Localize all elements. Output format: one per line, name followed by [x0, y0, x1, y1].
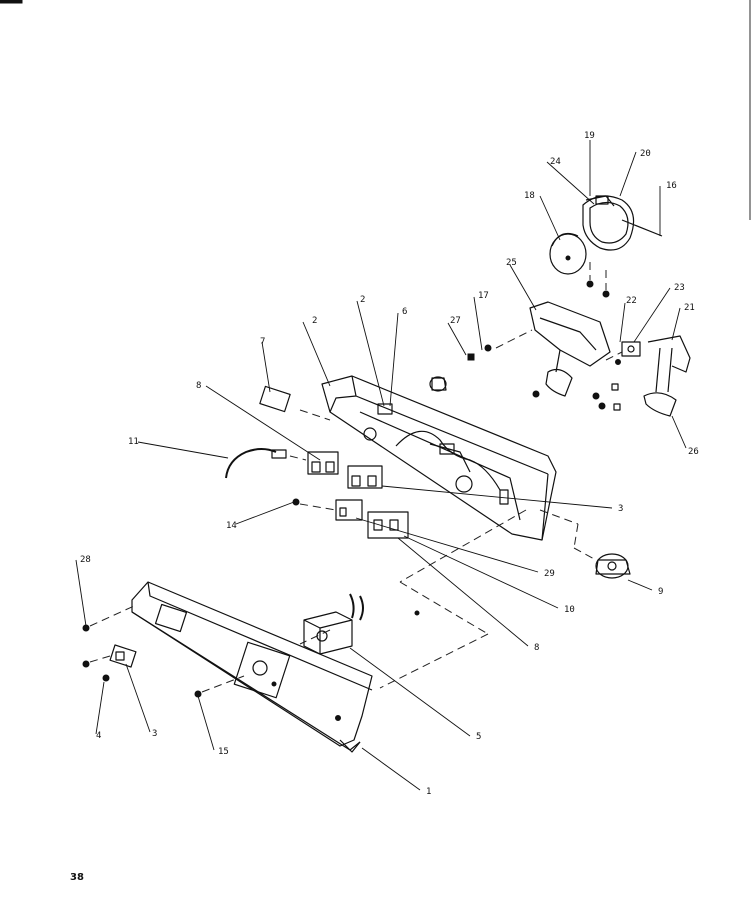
callout-20: 20 [640, 149, 651, 159]
callout-21: 21 [684, 303, 695, 313]
callout-4: 4 [96, 731, 101, 741]
motor-bracket-assembly [582, 195, 663, 251]
actuator-housing [529, 301, 611, 397]
switch-10 [367, 511, 409, 539]
callout-25: 25 [506, 258, 517, 268]
leader-lines [75, 140, 687, 791]
callout-13: 3 [618, 504, 623, 514]
switch-3 [347, 465, 383, 489]
solenoid-small [621, 341, 641, 357]
callout-8-lower: 8 [534, 643, 539, 653]
lamp-socket [595, 553, 631, 579]
page-number: 38 [70, 872, 84, 883]
callout-12: 2 [312, 316, 317, 326]
knob [429, 376, 447, 392]
harness-wire [225, 448, 287, 479]
callout-labels: 19 20 24 16 18 25 17 27 22 23 21 26 2 6 … [80, 131, 699, 797]
callout-1: 1 [426, 787, 431, 797]
callout-2: 2 [360, 295, 365, 305]
screw [586, 280, 594, 288]
switch-8-upper [307, 451, 339, 475]
actuator-arm-right [643, 335, 691, 417]
drive-wheel [549, 233, 587, 275]
callout-18: 18 [524, 191, 535, 201]
callout-16: 16 [666, 181, 677, 191]
callout-7: 7 [260, 337, 265, 347]
callout-28: 28 [80, 555, 91, 565]
callout-23: 23 [674, 283, 685, 293]
callout-6: 6 [402, 307, 407, 317]
control-panel [131, 581, 373, 753]
callout-11: 11 [128, 437, 139, 447]
screw [602, 290, 610, 298]
callout-29: 29 [544, 569, 555, 579]
callout-9: 9 [658, 587, 663, 597]
callout-24: 24 [550, 157, 561, 167]
callout-17: 17 [478, 291, 489, 301]
callout-22: 22 [626, 296, 637, 306]
switch-29 [335, 499, 363, 521]
callout-15: 15 [218, 747, 229, 757]
callout-10: 10 [564, 605, 575, 615]
callout-19: 19 [584, 131, 595, 141]
switch-7 [259, 385, 291, 413]
callout-3: 3 [152, 729, 157, 739]
rocker-switch [109, 644, 137, 668]
timer-module [303, 593, 364, 655]
scan-mark-top-left [0, 0, 23, 4]
control-housing [321, 375, 557, 541]
callout-8-upper: 8 [196, 381, 201, 391]
callout-26: 26 [688, 447, 699, 457]
callout-27: 27 [450, 316, 461, 326]
callout-14: 14 [226, 521, 237, 531]
callout-5: 5 [476, 732, 481, 742]
